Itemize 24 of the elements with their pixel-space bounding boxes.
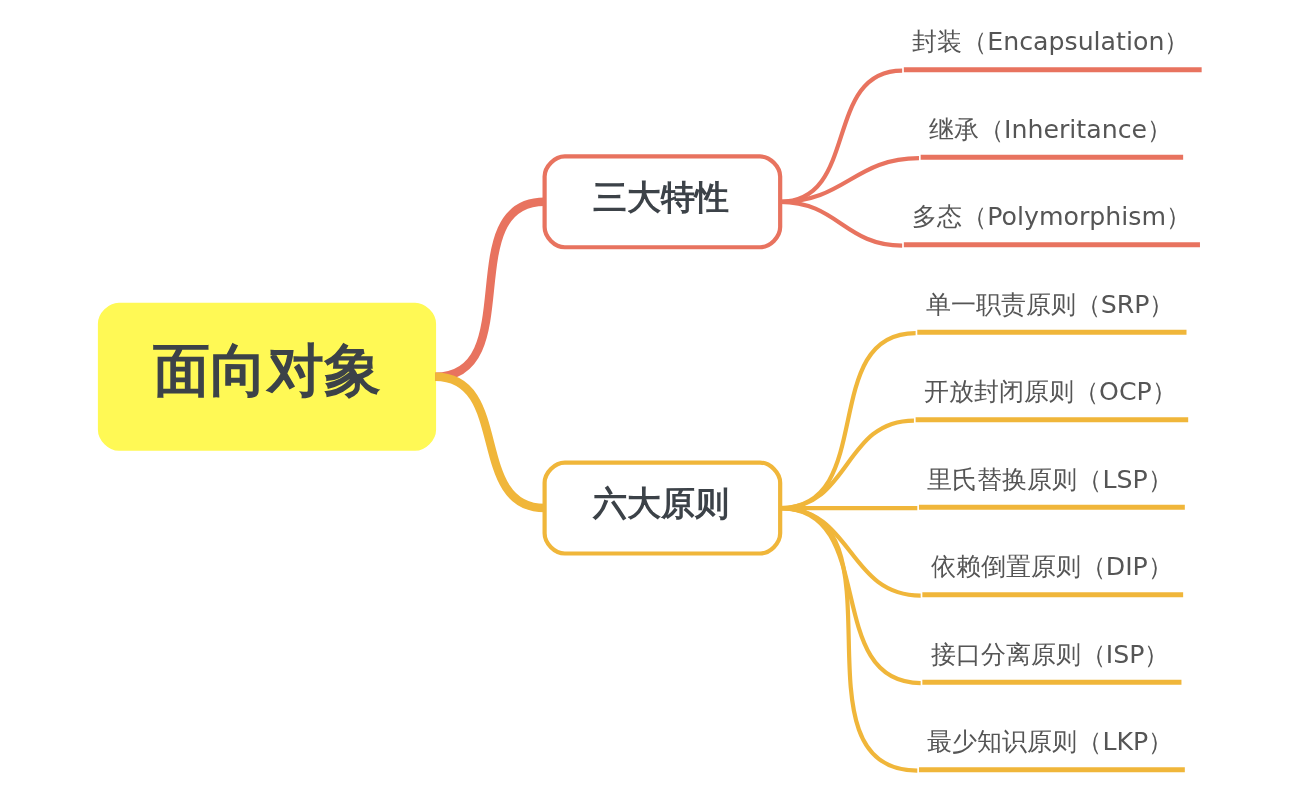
node-label: 接口分离原则（ISP） <box>930 639 1169 669</box>
node-box <box>918 767 1185 773</box>
node-label: 继承（Inheritance） <box>928 114 1172 144</box>
connector <box>434 372 545 513</box>
node-box <box>916 329 1186 335</box>
node-box: 三大特性 <box>542 154 782 250</box>
node-box <box>920 154 1183 160</box>
node-box <box>903 242 1200 248</box>
connector <box>779 199 902 248</box>
connector <box>779 505 918 773</box>
node-box <box>915 417 1188 423</box>
node-label: 单一职责原则（SRP） <box>925 289 1174 319</box>
node-label: 开放封闭原则（OCP） <box>923 377 1177 407</box>
node-label: 依赖倒置原则（DIP） <box>930 552 1173 582</box>
node-label: 封装（Encapsulation） <box>911 27 1189 57</box>
node-box <box>918 504 1185 510</box>
node-box: 面向对象 <box>97 302 436 451</box>
node-box <box>903 67 1202 73</box>
node-label: 里氏替换原则（LSP） <box>926 464 1173 494</box>
node-box <box>921 679 1181 685</box>
node-box: 六大原则 <box>542 460 782 556</box>
node-label: 最少知识原则（LKP） <box>926 727 1173 757</box>
node-label: 多态（Polymorphism） <box>911 202 1191 232</box>
node-box <box>921 592 1183 598</box>
